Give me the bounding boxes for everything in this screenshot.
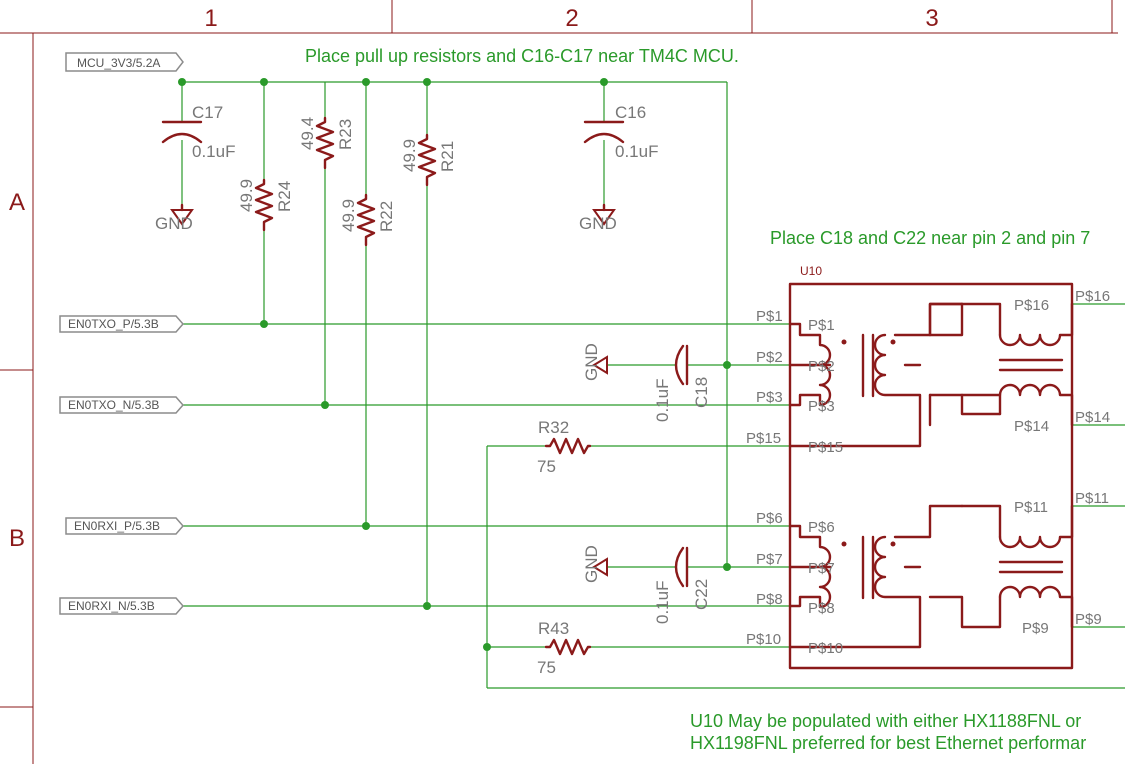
c22-name: C22 bbox=[692, 579, 711, 610]
c22-value: 0.1uF bbox=[653, 581, 672, 624]
frame-column-1: 1 bbox=[204, 5, 217, 32]
c16-value: 0.1uF bbox=[615, 142, 658, 161]
r32-value: 75 bbox=[537, 457, 556, 476]
capacitor-c18 bbox=[592, 344, 689, 386]
pin-p10-outer: P$10 bbox=[746, 631, 781, 648]
frame-column-3: 3 bbox=[925, 5, 938, 32]
pin-p3-inner: P$3 bbox=[808, 398, 835, 415]
c17-name: C17 bbox=[192, 103, 223, 122]
resistor-r21 bbox=[417, 133, 437, 187]
pin-p10-inner: P$10 bbox=[808, 640, 843, 657]
c16-name: C16 bbox=[615, 103, 646, 122]
capacitor-c22 bbox=[592, 546, 689, 588]
r21-value: 49.9 bbox=[400, 139, 419, 172]
resistor-r23 bbox=[315, 116, 335, 170]
pin-p16-inner: P$16 bbox=[1014, 297, 1049, 314]
resistor-r32 bbox=[544, 437, 592, 455]
u10-name: U10 bbox=[800, 264, 822, 278]
pin-p15-outer: P$15 bbox=[746, 430, 781, 447]
resistor-r24 bbox=[254, 178, 274, 232]
pin-p1-outer: P$1 bbox=[756, 308, 783, 325]
pin-p11-outer: P$11 bbox=[1075, 490, 1109, 507]
frame-row-a: A bbox=[9, 189, 25, 216]
pin-p1-inner: P$1 bbox=[808, 317, 835, 334]
r22-name: R22 bbox=[377, 201, 396, 232]
pin-p7-outer: P$7 bbox=[756, 551, 783, 568]
pin-p6-outer: P$6 bbox=[756, 510, 783, 527]
c17-value: 0.1uF bbox=[192, 142, 235, 161]
frame-column-2: 2 bbox=[565, 5, 578, 32]
pin-p2-outer: P$2 bbox=[756, 349, 783, 366]
port-rx-p: EN0RXI_P/5.3B bbox=[65, 517, 184, 535]
port-tx-n: EN0TXO_N/5.3B bbox=[59, 396, 184, 414]
r21-name: R21 bbox=[438, 141, 457, 172]
pin-p11-inner: P$11 bbox=[1014, 499, 1048, 516]
c18-value: 0.1uF bbox=[653, 379, 672, 422]
note-caps: Place C18 and C22 near pin 2 and pin 7 bbox=[770, 228, 1090, 248]
wires bbox=[181, 81, 1125, 689]
pin-p14-inner: P$14 bbox=[1014, 418, 1049, 435]
capacitor-c17 bbox=[161, 120, 203, 226]
r43-value: 75 bbox=[537, 658, 556, 677]
resistor-r22 bbox=[356, 193, 376, 247]
junctions bbox=[178, 78, 731, 651]
note-top: Place pull up resistors and C16-C17 near… bbox=[305, 46, 739, 66]
port-tx-p-label: EN0TXO_P/5.3B bbox=[68, 317, 159, 331]
gnd-c16-label: GND bbox=[579, 214, 617, 233]
pin-p2-inner: P$2 bbox=[808, 358, 835, 375]
r24-name: R24 bbox=[275, 181, 294, 212]
r23-name: R23 bbox=[336, 119, 355, 150]
pin-p16-outer: P$16 bbox=[1075, 288, 1110, 305]
r23-value: 49.4 bbox=[298, 117, 317, 150]
pin-p6-inner: P$6 bbox=[808, 519, 835, 536]
gnd-c18-label: GND bbox=[582, 343, 601, 381]
pin-p8-outer: P$8 bbox=[756, 591, 783, 608]
r32-name: R32 bbox=[538, 418, 569, 437]
r22-value: 49.9 bbox=[339, 199, 358, 232]
pin-p15-inner: P$15 bbox=[808, 439, 843, 456]
port-tx-p: EN0TXO_P/5.3B bbox=[59, 315, 184, 333]
pin-p7-inner: P$7 bbox=[808, 560, 835, 577]
port-vcc: MCU_3V3/5.2A bbox=[65, 52, 184, 72]
c18-name: C18 bbox=[692, 377, 711, 408]
capacitor-c16 bbox=[583, 120, 625, 226]
r24-value: 49.9 bbox=[237, 179, 256, 212]
gnd-c17-label: GND bbox=[155, 214, 193, 233]
pin-p14-outer: P$14 bbox=[1075, 409, 1110, 426]
port-tx-n-label: EN0TXO_N/5.3B bbox=[68, 398, 159, 412]
port-rx-p-label: EN0RXI_P/5.3B bbox=[74, 519, 160, 533]
note-bottom-line1: U10 May be populated with either HX1188F… bbox=[690, 711, 1081, 731]
note-bottom-line2: HX1198FNL preferred for best Ethernet pe… bbox=[690, 733, 1086, 753]
pin-p9-outer: P$9 bbox=[1075, 611, 1102, 628]
port-rx-n: EN0RXI_N/5.3B bbox=[59, 597, 184, 615]
port-rx-n-label: EN0RXI_N/5.3B bbox=[68, 599, 155, 613]
pin-p3-outer: P$3 bbox=[756, 389, 783, 406]
port-vcc-label: MCU_3V3/5.2A bbox=[77, 56, 160, 70]
resistor-r43 bbox=[544, 638, 592, 656]
frame-row-b: B bbox=[9, 525, 25, 552]
pin-p9-inner: P$9 bbox=[1022, 620, 1049, 637]
r43-name: R43 bbox=[538, 619, 569, 638]
transformer-u10 bbox=[788, 282, 1074, 670]
gnd-c22-label: GND bbox=[582, 545, 601, 583]
pin-p8-inner: P$8 bbox=[808, 600, 835, 617]
